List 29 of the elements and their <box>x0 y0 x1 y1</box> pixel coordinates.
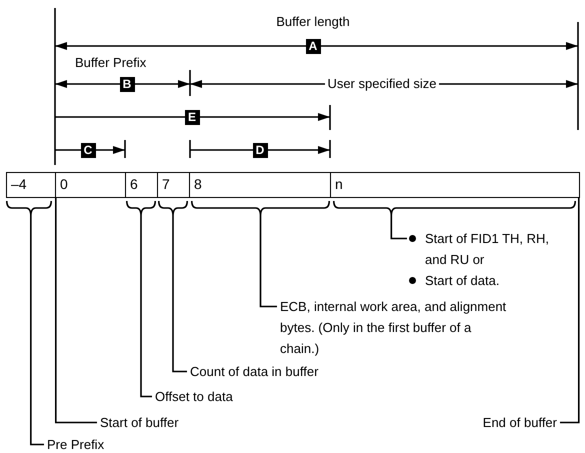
dimension-label: Buffer length <box>276 14 350 30</box>
callout-text: Offset to data <box>155 386 305 407</box>
callout-text: Start of buffer <box>100 412 250 433</box>
leader-line <box>390 216 407 240</box>
callout-letter: A <box>306 39 320 54</box>
buffer-field: –4 <box>6 172 57 198</box>
callout-letter: B <box>120 77 134 92</box>
bullet-text: Start of FID1 TH, RH, and RU or <box>425 231 550 267</box>
callout-text: Count of data in buffer <box>190 361 390 382</box>
buffer-field: 0 <box>55 172 127 198</box>
callout-text: End of buffer <box>420 412 557 433</box>
dimension-label: Buffer Prefix <box>75 55 146 71</box>
callout-letter: C <box>80 143 96 158</box>
dimension-label: User specified size <box>325 76 439 92</box>
buffer-field: 8 <box>189 172 332 198</box>
callout-letter: D <box>252 143 268 158</box>
leader-line <box>172 216 187 372</box>
callout-text: Pre Prefix <box>47 434 197 453</box>
leader-line <box>55 198 97 424</box>
leader-line <box>260 216 277 308</box>
buffer-field: 6 <box>125 172 159 198</box>
leader-line <box>140 216 152 398</box>
leader-line <box>30 216 44 446</box>
callout-text: ECB, internal work area, and alignment bytes. (Only in the first buffer of a chain.) <box>280 296 510 359</box>
buffer-field: 7 <box>157 172 191 198</box>
bullet-text: Start of data. <box>425 273 500 288</box>
callout-letter: E <box>184 110 200 125</box>
leader-line <box>560 198 580 424</box>
buffer-field: n <box>330 172 580 198</box>
